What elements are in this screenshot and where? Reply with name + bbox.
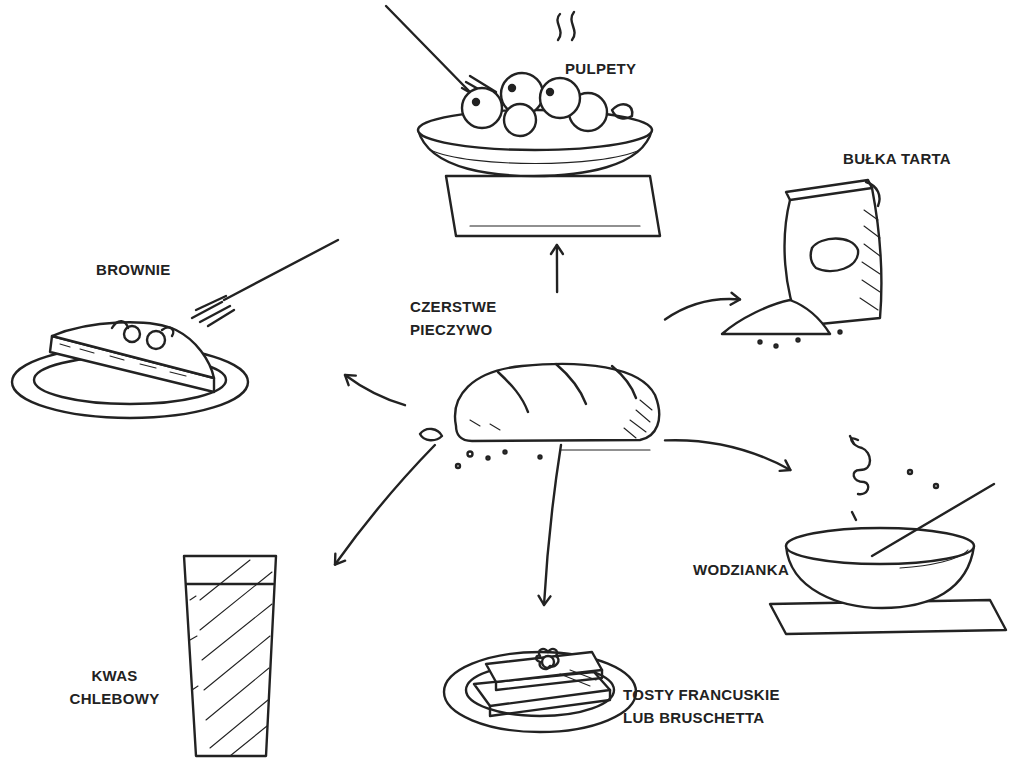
bread-loaf-part — [456, 464, 460, 468]
meatball-bowl-part — [430, 150, 640, 164]
arrow-connector — [335, 445, 435, 565]
bread-loaf-part — [539, 456, 542, 459]
item-label: WODZIANKA — [693, 558, 798, 581]
bread-loaf-part — [556, 364, 586, 404]
bread-loaf-part — [612, 366, 636, 398]
arrow-connector — [665, 299, 740, 319]
brownie-plate-part — [124, 326, 140, 342]
item-label: CZERSTWE PIECZYWO — [410, 295, 515, 341]
breadcrumb-bag-part — [775, 345, 778, 348]
food-node: PULPETY — [380, 5, 670, 245]
meatball-bowl-part — [504, 104, 536, 136]
meatball-bowl-part — [386, 6, 470, 92]
soup-bowl-part — [934, 484, 938, 488]
meatball-bowl-part — [557, 12, 574, 40]
bread-loaf-part — [498, 372, 528, 412]
meatball-bowl-part — [470, 225, 640, 226]
soup-bowl-part — [908, 470, 912, 474]
brownie-plate-part — [112, 321, 173, 336]
meatball-bowl-part — [473, 99, 479, 105]
food-node: TOSTY FRANCUSKIE LUB BRUSCHETTA — [440, 605, 840, 750]
bread-loaf-part — [560, 449, 650, 450]
arrow-connector — [345, 375, 405, 405]
soup-bowl — [770, 436, 1006, 634]
kvass-glass-part — [187, 583, 273, 585]
breadcrumb-bag-part — [797, 339, 800, 342]
brownie-plate-part — [60, 344, 186, 376]
kvass-glass-part — [184, 556, 276, 756]
bread-loaf-part — [420, 429, 442, 440]
brownie-plate-part — [52, 322, 214, 378]
bread-loaf-part — [487, 457, 490, 460]
meatball-bowl — [386, 6, 660, 236]
brownie-plate — [12, 240, 338, 418]
breadcrumb-bag — [722, 180, 882, 348]
brownie-plate-part — [147, 331, 165, 349]
item-label: TOSTY FRANCUSKIE LUB BRUSCHETTA — [623, 683, 803, 729]
meatball-bowl-part — [462, 88, 502, 128]
soup-bowl-part — [900, 550, 968, 568]
food-node: BROWNIE — [8, 232, 345, 432]
soup-bowl-part — [786, 528, 974, 564]
item-label: PULPETY — [565, 57, 660, 80]
meatball-bowl-part — [446, 176, 660, 236]
bread-loaf-part — [504, 451, 507, 454]
brownie-plate-part — [224, 240, 338, 300]
item-label: BUŁKA TARTA — [843, 147, 983, 170]
bread-loaf-part — [470, 420, 500, 430]
breadcrumb-bag-part — [866, 182, 880, 206]
breadcrumb-bag-part — [860, 210, 880, 310]
kvass-glass-part — [190, 596, 198, 690]
arrow-connector — [544, 445, 561, 605]
toast-plate-part — [496, 670, 602, 690]
toast-plate-part — [536, 649, 558, 669]
soup-bowl-part — [850, 436, 856, 520]
meatball-bowl-part — [509, 85, 515, 91]
food-node: CZERSTWE PIECZYWO — [405, 292, 665, 445]
meatball-bowl-part — [547, 89, 553, 95]
breadcrumb-bag-part — [759, 341, 762, 344]
arrow-connector — [556, 245, 559, 292]
arrow-connector — [665, 440, 790, 470]
breadcrumb-bag-part — [811, 239, 858, 272]
food-node: KWAS CHLEBOWY — [55, 550, 335, 758]
bread-loaf-part — [468, 452, 473, 457]
breadcrumb-bag-part — [786, 180, 872, 200]
kvass-glass-part — [200, 560, 272, 756]
kvass-glass — [184, 556, 276, 756]
brownie-plate-part — [192, 296, 234, 326]
breadcrumb-bag-part — [722, 300, 830, 334]
bread-loaf — [420, 364, 659, 468]
item-label: KWAS CHLEBOWY — [57, 664, 172, 710]
food-node: BUŁKA TARTA — [740, 115, 1010, 340]
soup-bowl-part — [851, 438, 870, 494]
item-label: BROWNIE — [96, 258, 206, 281]
toast-plate — [444, 649, 636, 732]
breadcrumb-bag-part — [839, 331, 842, 334]
toast-plate-part — [560, 670, 596, 686]
meatball-bowl-part — [540, 78, 580, 118]
soup-bowl-part — [872, 484, 994, 556]
bread-loaf-part — [455, 364, 659, 441]
toast-plate-part — [486, 652, 602, 682]
food-node: WODZIANKA — [688, 470, 1008, 645]
toast-plate-part — [490, 690, 610, 716]
bread-loaf-part — [624, 400, 652, 438]
meatball-bowl-part — [612, 104, 632, 118]
